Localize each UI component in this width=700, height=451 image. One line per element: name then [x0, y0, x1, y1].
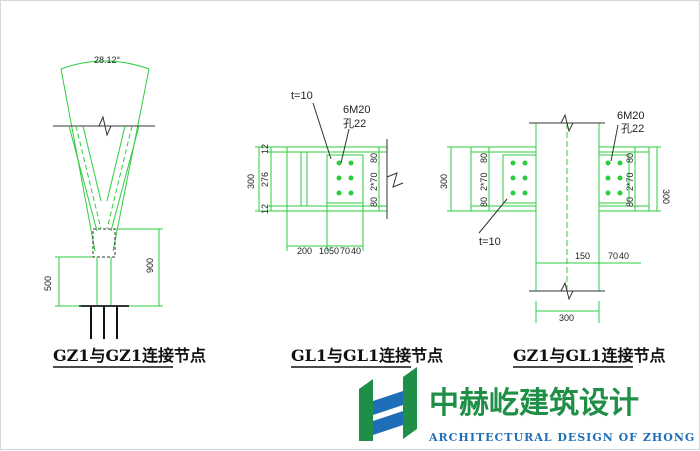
- connection-plate: [326, 154, 364, 204]
- dim-80-right-top: 80: [625, 153, 635, 163]
- dim-200: 200: [297, 246, 312, 256]
- hole-spec-label-3: 孔22: [621, 122, 644, 135]
- hole-spec-label: 孔22: [343, 117, 366, 130]
- brand-name-en: ARCHITECTURAL DESIGN OF ZHONG HE YI: [428, 431, 700, 444]
- detail-gz1-gl1: [447, 113, 661, 323]
- caption-gl1-gl1: GL1与GL1连接节点: [291, 346, 443, 365]
- logo-bar-low: [373, 411, 403, 435]
- detail-gl1-gl1: [255, 139, 404, 251]
- dim-12-top: 12: [260, 144, 270, 154]
- detail-gz1-gz1: [53, 60, 163, 339]
- dim-80-left-top: 80: [479, 153, 489, 163]
- angle-label: 28.12°: [94, 55, 121, 65]
- right-member-inner: [106, 125, 126, 202]
- dim-10: 10: [319, 246, 329, 256]
- caption-gz1-gl1: GZ1与GL1连接节点: [513, 346, 666, 365]
- right-centerline: [106, 125, 133, 230]
- right-member-outer: [110, 125, 140, 232]
- dim-80-right-bottom: 80: [625, 197, 635, 207]
- leader-plate-2: [312, 102, 332, 160]
- logo-bar-mid: [373, 391, 403, 415]
- dim-50: 50: [329, 246, 339, 256]
- right-chord-line: [112, 68, 150, 252]
- bolt-spec-label-3: 6M20: [617, 110, 645, 122]
- dim-40: 40: [351, 246, 361, 256]
- dim-80-left-bottom: 80: [479, 197, 489, 207]
- dim-500-label: 500: [43, 276, 53, 291]
- left-centerline: [75, 125, 102, 230]
- dim-80-bottom: 80: [369, 197, 379, 207]
- dim-40-3: 40: [619, 251, 629, 261]
- dim-2x70: 2*70: [369, 172, 379, 191]
- break-symbol-right: [386, 172, 404, 188]
- brand-logo: [359, 367, 417, 441]
- angle-arc: [60, 60, 150, 70]
- bolt-group-left: [510, 160, 528, 196]
- dim-300-bottom: 300: [559, 313, 574, 323]
- dim-300-left: 300: [439, 174, 449, 189]
- break-symbol-bottom: [560, 281, 574, 301]
- break-symbol: [98, 115, 112, 137]
- joint-box: [92, 228, 116, 258]
- dim-80-top: 80: [369, 153, 379, 163]
- dim-70-3: 70: [608, 251, 618, 261]
- right-plate: [598, 154, 630, 204]
- bolt-spec-label: 6M20: [343, 104, 371, 116]
- logo-bar-right: [403, 367, 417, 439]
- dim-300-right: 300: [661, 189, 671, 204]
- brand-name-cn: 中赫屹建筑设计: [429, 386, 639, 421]
- dim-276: 276: [260, 172, 270, 187]
- dim-900-label: 900: [145, 258, 155, 273]
- dim-2x70-right: 2*70: [625, 172, 635, 191]
- left-member-inner: [82, 125, 102, 202]
- left-member-outer: [68, 125, 98, 232]
- plate-thickness-label: t=10: [291, 90, 313, 102]
- caption-gz1-gz1: GZ1与GZ1连接节点: [53, 346, 206, 365]
- bolt-group-detail2: [336, 160, 354, 196]
- leader-bolts-2: [340, 128, 350, 164]
- break-symbol-top: [560, 113, 574, 133]
- dim-150: 150: [575, 251, 590, 261]
- plate-thickness-label-3: t=10: [479, 236, 501, 248]
- bolt-group-right: [605, 160, 623, 196]
- left-plate: [502, 154, 537, 204]
- logo-bar-left: [359, 379, 373, 441]
- dim-12-bottom: 12: [260, 204, 270, 214]
- dim-2x70-left: 2*70: [479, 172, 489, 191]
- leader-plate-3: [478, 198, 508, 234]
- dim-70: 70: [340, 246, 350, 256]
- dim-300: 300: [246, 174, 256, 189]
- leader-bolts-3: [610, 124, 619, 162]
